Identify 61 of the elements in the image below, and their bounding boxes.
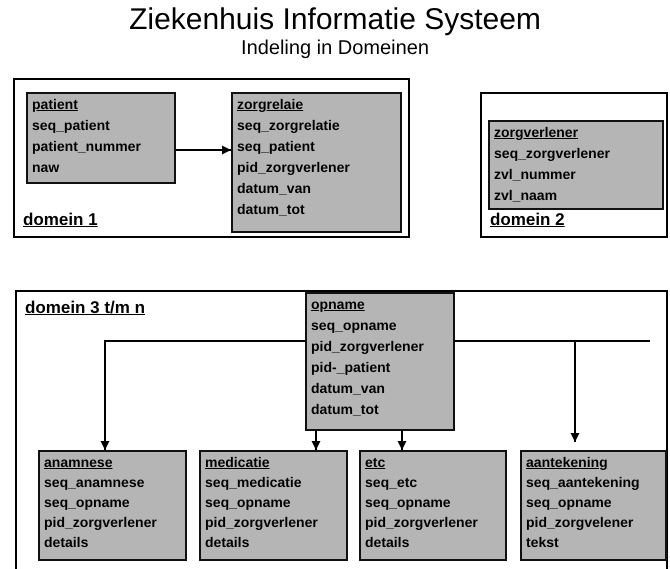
arrow — [176, 146, 231, 154]
field-name: seq_opname — [526, 494, 612, 511]
table-name: zorgrelaie — [237, 96, 304, 113]
table-box — [231, 92, 402, 233]
table-name: zorgverlener — [494, 124, 578, 141]
field-name: naw — [32, 159, 60, 176]
table-name: anamnese — [44, 454, 112, 471]
arrow — [100, 340, 305, 450]
field-name: seq_zorgverlener — [494, 145, 610, 162]
arrow — [455, 340, 580, 442]
table-box — [199, 450, 348, 561]
field-name: zvl_nummer — [494, 166, 576, 183]
field-name: pid_zorgvelener — [526, 514, 634, 531]
field-name: seq_opname — [44, 494, 130, 511]
field-name: seq_anamnese — [44, 474, 144, 491]
field-name: seq_opname — [311, 317, 397, 334]
table-box — [305, 292, 455, 431]
table-name: etc — [365, 454, 386, 471]
field-name: datum_van — [237, 180, 311, 197]
field-name: zvl_naam — [494, 187, 558, 204]
field-name: pid-_patient — [311, 359, 390, 376]
field-name: seq_zorgrelatie — [237, 117, 340, 134]
table-box — [359, 450, 507, 561]
field-name: tekst — [526, 534, 559, 551]
table-box — [520, 450, 667, 561]
arrow — [312, 431, 320, 450]
field-name: details — [205, 534, 250, 551]
domain-label: domein 2 — [490, 210, 565, 230]
domain-frame — [13, 78, 410, 238]
table-name: aantekening — [526, 454, 608, 471]
field-name: details — [44, 534, 88, 551]
field-name: seq_aantekening — [526, 474, 640, 491]
field-name: pid_zorgverlener — [237, 159, 350, 176]
field-name: datum_tot — [311, 401, 379, 418]
domain-frame — [15, 290, 668, 569]
field-name: datum_tot — [237, 201, 305, 218]
table-box — [26, 92, 176, 184]
table-name: medicatie — [205, 454, 270, 471]
field-name: datum_van — [311, 380, 385, 397]
field-name: pid_zorgverlener — [311, 338, 424, 355]
field-name: pid_zorgverlener — [365, 514, 478, 531]
field-name: seq_opname — [205, 494, 291, 511]
field-name: pid_zorgverlener — [205, 514, 318, 531]
table-name: patient — [32, 96, 78, 113]
table-name: opname — [311, 296, 365, 313]
field-name: patient_nummer — [32, 138, 141, 155]
domain-label: domein 3 t/m n — [25, 298, 145, 318]
domain-frame — [480, 92, 668, 238]
field-name: seq_opname — [365, 494, 451, 511]
field-name: seq_etc — [365, 474, 418, 491]
subtitle: Indeling in Domeinen — [240, 36, 430, 60]
domain-label: domein 1 — [23, 210, 98, 230]
field-name: seq_medicatie — [205, 474, 302, 491]
table-box — [488, 120, 664, 210]
arrow — [398, 431, 406, 450]
field-name: details — [365, 534, 410, 551]
title: Ziekenhuis Informatie Systeem — [128, 3, 542, 37]
field-name: seq_patient — [237, 138, 315, 155]
field-name: seq_patient — [32, 117, 110, 134]
field-name: pid_zorgverlener — [44, 514, 157, 531]
table-box — [38, 450, 187, 561]
